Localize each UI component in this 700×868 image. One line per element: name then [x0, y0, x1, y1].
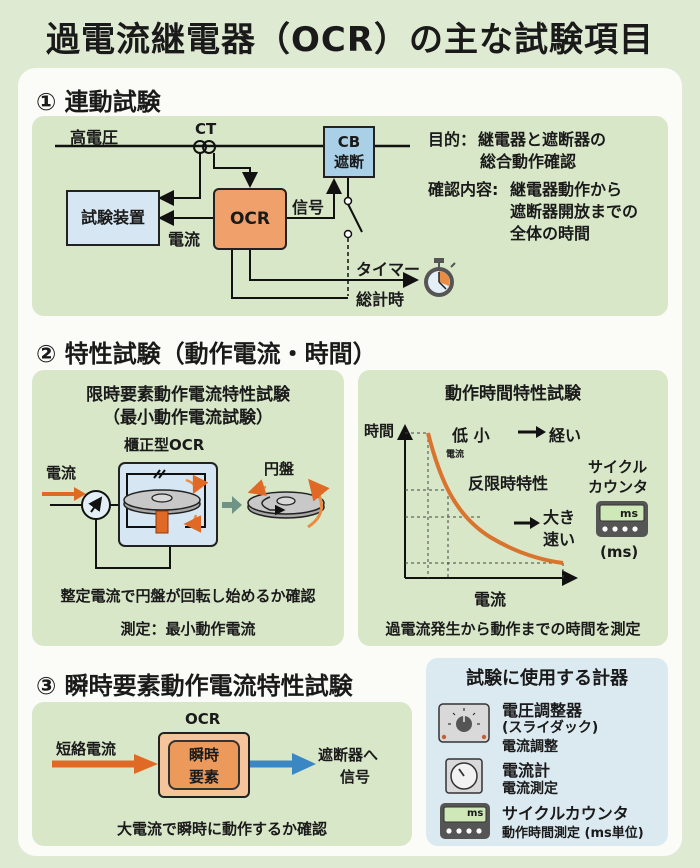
disk-label: 円盤 — [264, 460, 295, 478]
low-result-label: 経い — [549, 426, 582, 445]
arrow-right-icon — [536, 426, 546, 438]
instrument-2-sub1: 電流測定 — [502, 781, 558, 797]
hv-label: 高電圧 — [70, 128, 119, 147]
instant-element-box: 瞬時 要素 — [168, 740, 240, 790]
purpose-label: 目的： — [428, 130, 477, 149]
purpose-line1: 継電器と遮断器の — [478, 130, 607, 149]
cb-sublabel: 遮断 — [333, 153, 364, 171]
signal-label: 信号 — [292, 198, 325, 217]
voltage-regulator-icon — [438, 703, 490, 743]
element-line1: 瞬時 — [188, 746, 219, 764]
section3-note: 大電流で瞬時に動作するか確認 — [116, 820, 327, 838]
instruments-title: 試験に使用する計器 — [466, 668, 628, 689]
low-current-small-label: 電流 — [446, 450, 465, 460]
right-note: 過電流発生から動作までの時間を測定 — [385, 620, 641, 638]
left-measure: 測定：最小動作電流 — [120, 620, 256, 638]
left-note: 整定電流で円盤が回転し始めるか確認 — [60, 587, 316, 605]
y-axis-label: 時間 — [364, 422, 395, 440]
total-time-label: 総計時 — [356, 290, 405, 309]
counter-display: ms — [620, 507, 639, 520]
check-line1: 継電器動作から — [510, 180, 623, 199]
instrument-3-name: サイクルカウンタ — [502, 804, 629, 823]
output-arrow-icon — [292, 753, 316, 775]
purpose-line2: 総合動作確認 — [480, 152, 577, 171]
arrow-right-icon — [530, 517, 540, 529]
instrument-1-sub1: (スライダック) — [502, 720, 599, 736]
counter-title-1: サイクル — [588, 458, 648, 476]
section3-ocr-label: OCR — [185, 710, 221, 728]
counter-title-2: カウンタ — [588, 478, 649, 496]
element-line2: 要素 — [188, 768, 219, 786]
transition-arrow — [222, 496, 242, 514]
output-label-1: 遮断器へ — [318, 746, 379, 764]
right-title: 動作時間特性試験 — [445, 384, 581, 404]
x-axis-label: 電流 — [474, 590, 507, 609]
high-current-label-2: 速い — [543, 530, 576, 549]
page-title: 過電流継電器（OCR）の主な試験項目 — [45, 20, 655, 60]
left-title-line2: （最小動作電流試験） — [103, 408, 273, 428]
test-device-box: 試験装置 — [66, 190, 160, 246]
input-arrow-icon — [134, 754, 158, 774]
output-label-2: 信号 — [340, 768, 371, 786]
ocr-box: OCR — [213, 188, 287, 250]
ammeter-icon — [445, 758, 483, 794]
check-line3: 全体の時間 — [510, 224, 591, 243]
check-label: 確認内容: — [428, 180, 499, 199]
current-label: 電流 — [168, 230, 201, 249]
counter-display: ms — [467, 808, 484, 819]
cycle-counter-icon — [440, 803, 490, 839]
instrument-1-sub2: 電流調整 — [502, 739, 558, 755]
low-current-label: 低 小 — [452, 426, 490, 445]
inverse-time-curve — [426, 432, 564, 565]
circuit-breaker-box: CB 遮断 — [323, 126, 375, 178]
short-circuit-label: 短絡電流 — [56, 740, 117, 758]
cycle-counter-icon — [596, 501, 648, 537]
left-title-line1: 限時要素動作電流特性試験 — [86, 385, 290, 405]
instrument-3-sub1: 動作時間測定 (ms単位) — [502, 826, 644, 841]
section3-heading: ③ 瞬時要素動作電流特性試験 — [36, 672, 353, 700]
section2-heading: ② 特性試験（動作電流・時間） — [36, 340, 377, 368]
high-current-label-1: 大き — [543, 508, 576, 527]
curve-label: 反限時特性 — [468, 474, 549, 493]
section1-heading: ① 連動試験 — [36, 88, 161, 116]
input-current-label: 電流 — [46, 464, 77, 482]
cb-label: CB — [337, 133, 361, 151]
counter-unit: (ms) — [600, 543, 639, 561]
relay-type-label: 櫃正型OCR — [124, 436, 205, 454]
instrument-1-name: 電圧調整器 — [502, 701, 583, 720]
timer-label: タイマー — [356, 260, 421, 279]
ct-label: CT — [195, 120, 217, 138]
instrument-2-name: 電流計 — [502, 761, 551, 780]
check-line2: 遮断器開放までの — [510, 202, 639, 221]
stopwatch-icon — [424, 258, 456, 297]
coil — [155, 510, 169, 534]
